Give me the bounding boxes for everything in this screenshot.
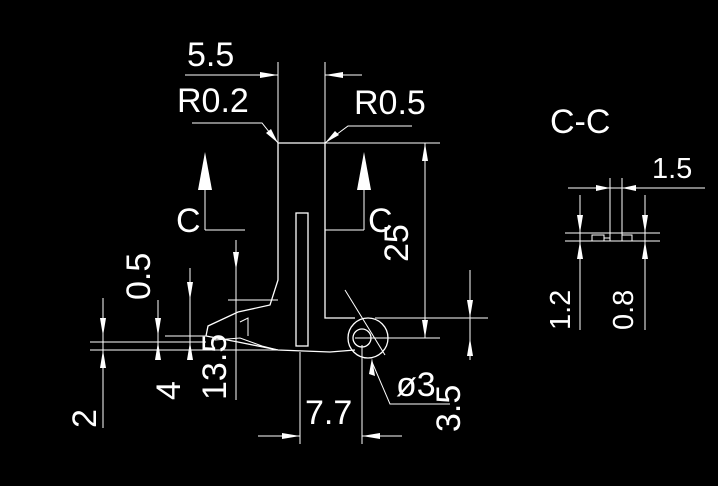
section-label-right: C (368, 202, 393, 240)
height-right-dimension: 25 (325, 142, 440, 339)
dim-bottom-width: 7.7 (305, 394, 352, 432)
dim-hole-diameter: ø3 (396, 366, 436, 404)
radius-left-dimension: R0.2 (177, 82, 279, 144)
dim-height-right: 25 (378, 224, 416, 262)
dim-tab-height: 13.5 (196, 334, 234, 400)
radius-right-dimension: R0.5 (324, 84, 426, 144)
dim-radius-left: R0.2 (177, 82, 249, 120)
bottom-width-dimension: 7.7 (258, 345, 402, 444)
dim-left-bottom: 2 (66, 409, 104, 428)
hole-diameter-dimension: ø3 (344, 289, 450, 405)
dim-left-small-2: 4 (150, 381, 188, 400)
hole-offset-dimension: 3.5 (375, 270, 488, 432)
section-view-title: C-C (550, 103, 610, 141)
tab-height-dimension: 13.5 (187, 240, 278, 400)
dim-top-width: 5.5 (187, 36, 234, 74)
dim-section-height-right: 0.8 (608, 290, 640, 330)
left-small-dimension-2: 4 (90, 341, 278, 400)
dim-section-height-left: 1.2 (545, 290, 577, 330)
dim-hole-offset: 3.5 (430, 385, 468, 432)
dim-section-width: 1.5 (652, 153, 692, 185)
section-marker-left: C (176, 152, 245, 240)
dim-left-small: 0.5 (120, 253, 158, 300)
dim-radius-right: R0.5 (354, 84, 426, 122)
part-outline (205, 142, 356, 353)
section-marker-right: C (325, 152, 393, 240)
top-width-dimension: 5.5 (185, 36, 362, 143)
left-small-dimension: 0.5 (120, 253, 206, 360)
section-label-left: C (176, 202, 201, 240)
left-bottom-dimension: 2 (66, 298, 106, 428)
section-view: C-C 1.5 1.2 0.8 (545, 103, 705, 330)
